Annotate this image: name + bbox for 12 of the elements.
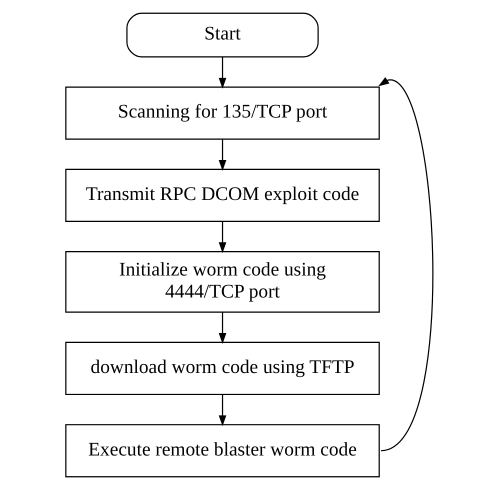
node-box: Initialize worm code using 4444/TCP port xyxy=(65,251,380,313)
node-box: Scanning for 135/TCP port xyxy=(65,86,380,140)
node-box: Transmit RPC DCOM exploit code xyxy=(65,168,380,222)
node-box: Execute remote blaster worm code xyxy=(65,424,380,478)
arrow xyxy=(218,394,226,426)
node-box: download worm code using TFTP xyxy=(65,342,380,396)
arrow xyxy=(218,139,226,171)
arrow xyxy=(218,312,226,344)
node-box: Start xyxy=(126,12,319,58)
arrow xyxy=(378,77,434,452)
arrow xyxy=(218,222,226,254)
arrow xyxy=(218,56,226,89)
